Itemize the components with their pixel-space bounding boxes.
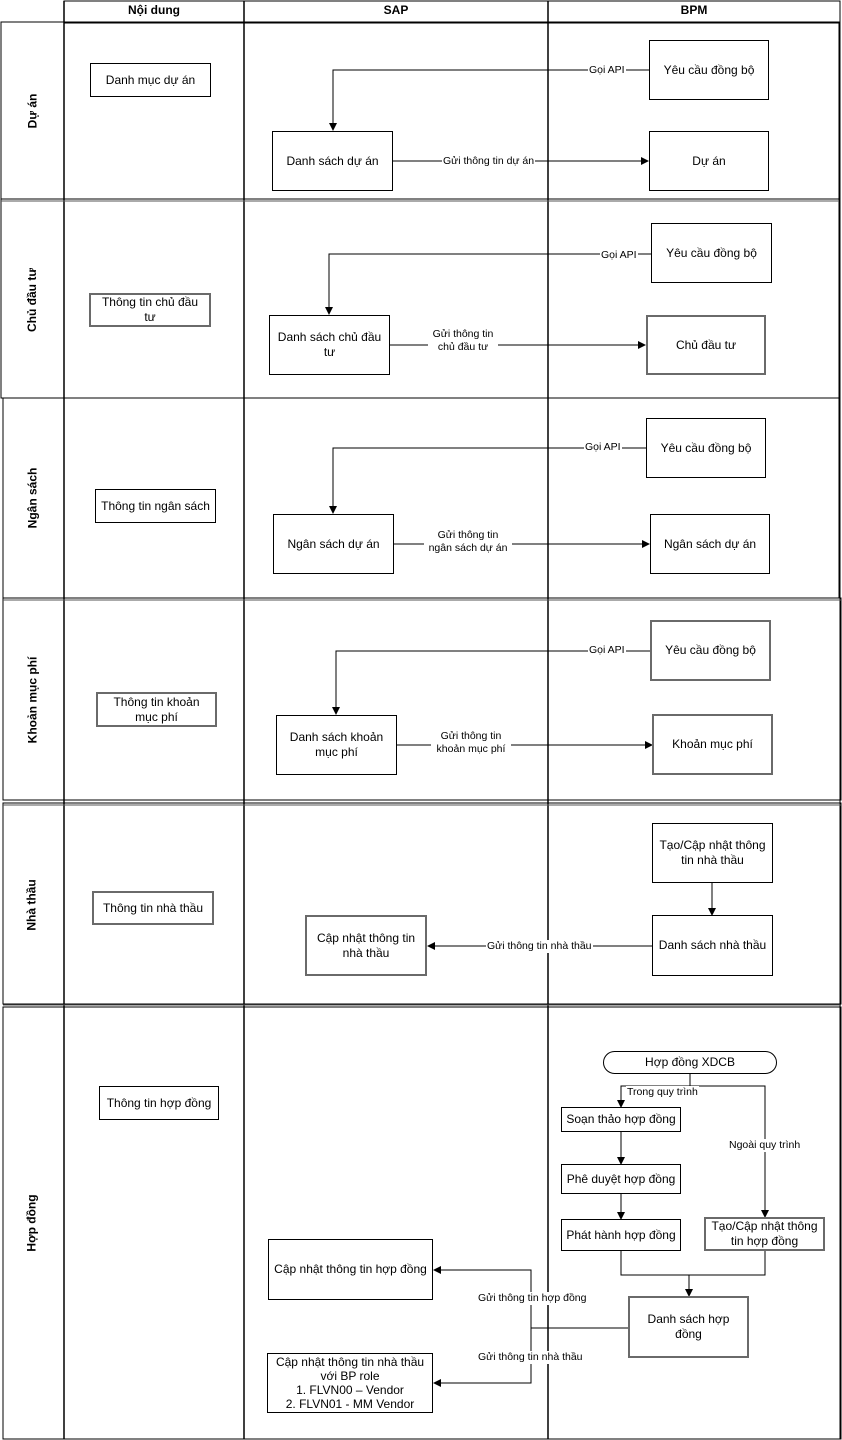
call-api-label-4: Gọi API [588,644,626,657]
lane-title-ngan-sach: Ngân sách [25,467,39,529]
send-contract-label: Gửi thông tin hợp đồng [477,1292,588,1305]
send-label-4: Gửi thông tin khoản mục phí [431,730,511,756]
draft-contract: Soạn thảo hợp đồng [561,1107,681,1132]
send-contractor-label: Gửi thông tin nhà thầu [477,1351,584,1364]
content-nha-thau: Thông tin nhà thầu [92,891,214,925]
bpm-contractor-list: Danh sách nhà thầu [652,915,773,976]
bpm-cost-item: Khoản mục phí [652,714,773,775]
bpm-contract-list: Danh sách hợp đồng [628,1296,749,1358]
send-label-1: Gửi thông tin dự án [442,155,536,168]
lane-title-du-an: Dự án [24,93,39,128]
out-process-label: Ngoài quy trình [728,1139,802,1152]
lane-title-chu-dau-tu: Chủ đầu tư [25,267,40,332]
call-api-arrow-4 [332,650,651,715]
lane-title-nha-thau: Nhà thầu [25,878,39,931]
sap-investor-list: Danh sách chủ đầu tư [269,315,390,375]
header-bpm: BPM [680,3,708,17]
call-api-label-2: Gọi API [600,249,638,262]
bpm-sync-request-1: Yêu cầu đồng bộ [649,40,769,100]
content-khoan-muc-phi: Thông tin khoản mục phí [96,692,217,727]
bpm-investor: Chủ đầu tư [646,315,766,375]
bpm-contractor-create: Tạo/Cập nhật thông tin nhà thầu [652,823,773,883]
send-label-2: Gửi thông tin chủ đầu tư [428,328,498,354]
issue-contract: Phát hành hợp đồng [561,1219,681,1251]
contractor-send-label: Gửi thông tin nhà thầu [486,940,593,953]
approve-contract: Phê duyệt hợp đồng [561,1164,681,1194]
lane-nha-thau-frame [2,802,842,1005]
bpm-project: Dự án [649,131,769,191]
content-danh-muc-du-an: Danh mục dự án [90,63,211,97]
send-contract-arrow [433,1266,532,1328]
vendor-update-line-4: 2. FLVN01 - MM Vendor [285,1397,415,1411]
bpm-contract-update: Tạo/Cập nhật thông tin hợp đồng [704,1217,825,1251]
sap-vendor-bp-role-update: Cập nhật thông tin nhà thầu với BP role … [267,1353,433,1413]
call-api-label-1: Gọi API [588,64,626,77]
sap-cost-item-list: Danh sách khoản mục phí [276,715,397,775]
header-content: Nội dung [128,3,180,17]
vendor-update-line-1: Cập nhật thông tin nhà thầu [275,1355,425,1369]
update-to-list-line [689,1251,766,1276]
vendor-update-line-3: 1. FLVN00 – Vendor [296,1383,404,1397]
bpm-budget: Ngân sách dự án [650,514,770,574]
call-api-label-3: Gọi API [584,441,622,454]
header-sap: SAP [383,3,409,17]
lane-title-khoan-muc-phi: Khoản mục phí [25,656,40,744]
sap-contractor-update: Cập nhật thông tin nhà thầu [305,915,427,976]
out-process-arrow [690,1085,769,1218]
start-contract-xdcb: Hợp đồng XDCB [603,1051,777,1074]
vendor-update-line-2: với BP role [320,1369,380,1383]
sap-budget: Ngân sách dự án [273,514,394,574]
in-process-label: Trong quy trình [626,1086,699,1099]
issue-to-list-arrow [620,1251,693,1297]
lane-hop-dong-frame [2,1006,842,1440]
call-api-arrow-2 [325,253,652,315]
bpm-sync-request-3: Yêu cầu đồng bộ [646,418,766,478]
content-ngan-sach: Thông tin ngân sách [95,489,216,523]
sap-project-list: Danh sách dự án [272,131,393,191]
call-api-arrow-1 [329,69,650,131]
sap-contract-update: Cập nhật thông tin hợp đồng [268,1239,433,1300]
bpm-sync-request-2: Yêu cầu đồng bộ [651,223,772,283]
send-contractor-arrow [433,1328,532,1387]
content-hop-dong: Thông tin hợp đồng [99,1086,219,1120]
content-chu-dau-tu: Thông tin chủ đầu tư [89,293,211,327]
send-label-3: Gửi thông tin ngân sách dự án [424,529,512,555]
lane-title-hop-dong: Hợp đồng [25,1194,39,1252]
lane-khoan-muc-phi-frame [2,597,842,801]
call-api-arrow-3 [329,447,650,514]
bpm-sync-request-4: Yêu cầu đồng bộ [650,620,771,681]
